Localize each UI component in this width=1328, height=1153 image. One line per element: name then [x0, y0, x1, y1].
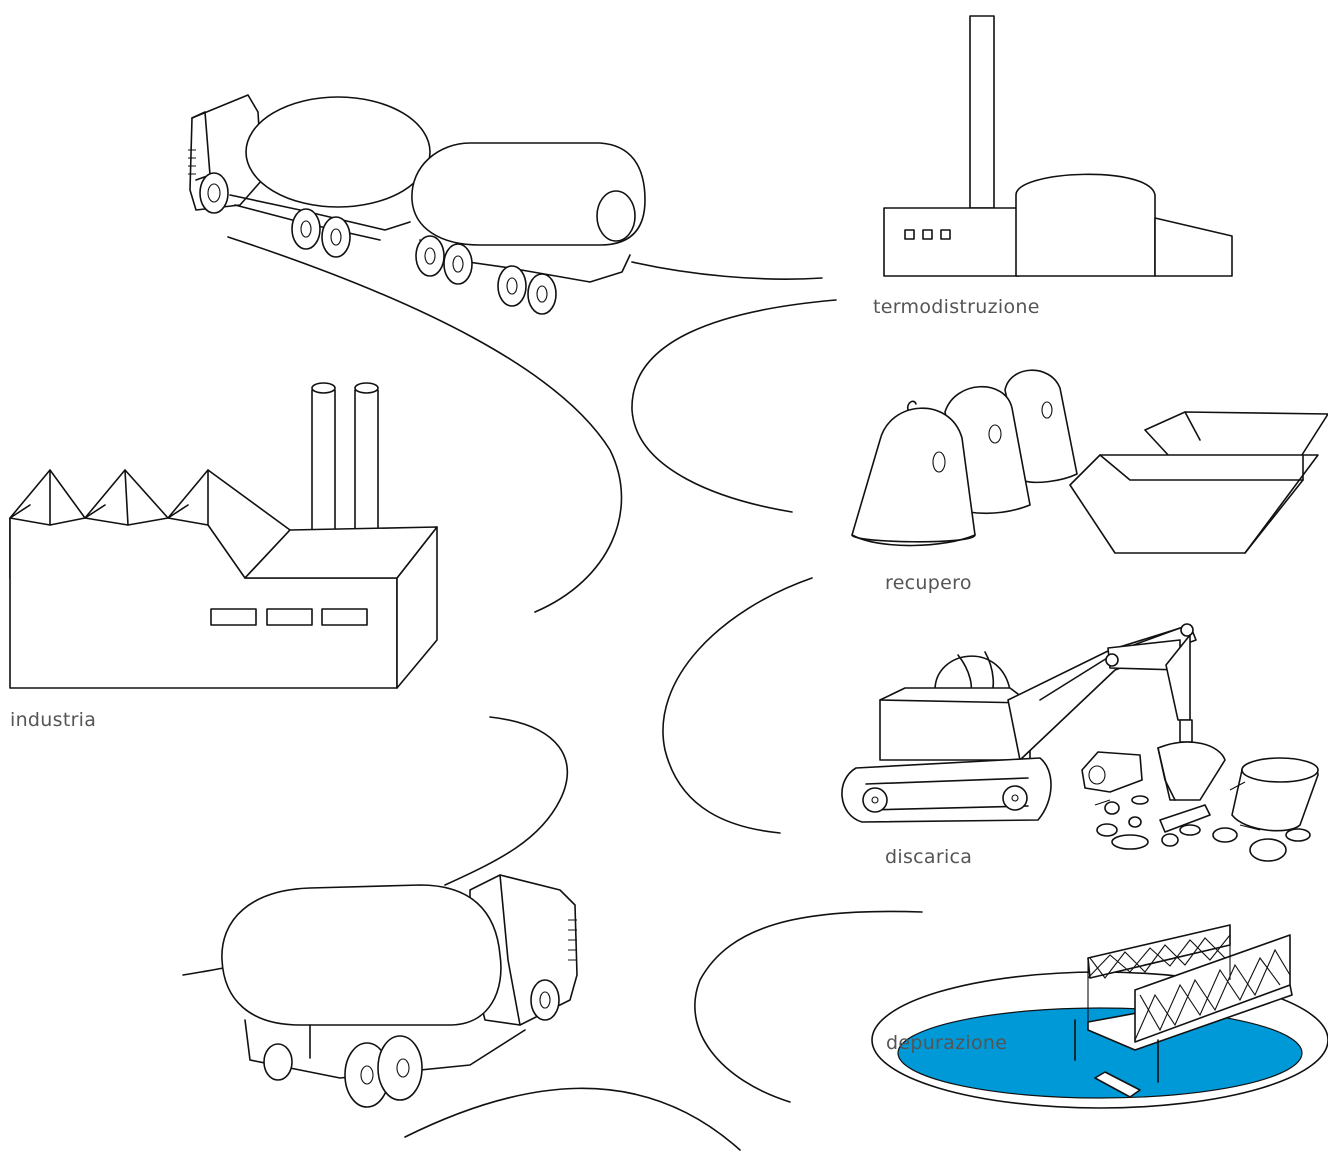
factory [9, 382, 438, 689]
flow-curves [182, 236, 923, 1151]
landfill-excavator [841, 623, 1319, 862]
label-recupero: recupero [885, 572, 972, 594]
flow-curve-to-recupero [631, 299, 837, 513]
incinerator-plant [883, 15, 1233, 277]
label-discarica: discarica [885, 846, 972, 868]
tanker-truck-bottom [221, 874, 578, 1108]
tanker-truck-top [188, 94, 646, 315]
flow-curve-to-discarica [662, 577, 813, 834]
flow-curve-industry-to-truck-top [227, 236, 623, 613]
label-industria: industria [10, 709, 96, 731]
recycling-bins [851, 369, 1328, 554]
flow-curve-bottom [404, 1087, 741, 1151]
label-depurazione: depurazione [886, 1032, 1007, 1054]
flow-curve-truck-to-termodistruzione [631, 261, 823, 280]
water-treatment-basin [871, 924, 1328, 1109]
flow-curve-truck-bottom-left [182, 966, 229, 976]
water-pool [897, 1007, 1303, 1099]
label-termodistruzione: termodistruzione [873, 296, 1040, 318]
flow-curve-to-depurazione [694, 910, 923, 1103]
flow-curve-industry-to-truck-bottom [444, 716, 569, 886]
